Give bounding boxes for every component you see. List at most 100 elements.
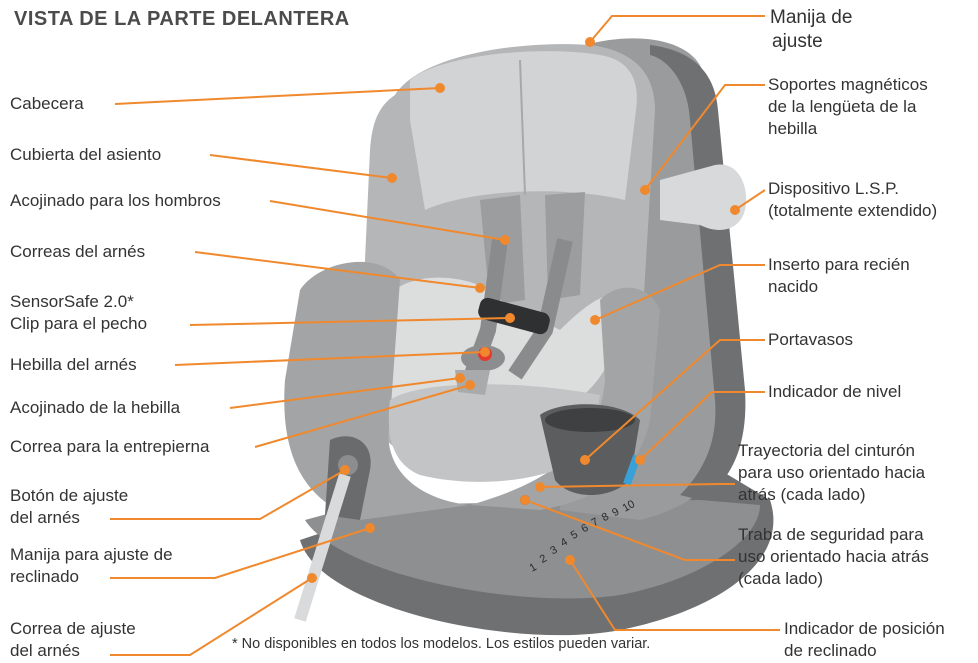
label-buckle-text: Hebilla del arnés: [10, 355, 137, 374]
label-harness-straps: Correas del arnés: [10, 241, 145, 263]
label-belt-path-line3: atrás (cada lado): [738, 485, 866, 504]
label-level-text: Indicador de nivel: [768, 382, 902, 401]
label-lock-line1: Traba de seguridad para: [738, 525, 924, 544]
recline-number: 2: [538, 552, 549, 565]
label-recline-ind-line1: Indicador de posición: [784, 619, 945, 638]
callout-dots: [307, 37, 740, 583]
leader-crotch-strap: [254, 384, 471, 448]
label-magnetic-line1: Soportes magnéticos: [768, 75, 928, 94]
label-magnetic-line2: de la lengüeta de la: [768, 97, 917, 116]
callout-dot-seat-cover: [387, 173, 397, 183]
label-lsp-line1: Dispositivo L.S.P.: [768, 179, 900, 198]
leader-cupholder: [584, 339, 765, 461]
recline-number: 6: [579, 522, 590, 535]
label-seat-cover: Cubierta del asiento: [10, 144, 161, 166]
label-adjust-handle-line1: Manija de: [770, 7, 853, 28]
recline-number: 5: [569, 529, 580, 542]
leader-harness-straps: [194, 251, 481, 289]
label-newborn-insert: Inserto para recién nacido: [768, 254, 910, 298]
label-headrest: Cabecera: [10, 93, 84, 115]
callout-dot-buckle-pad: [455, 373, 465, 383]
recline-number: 4: [559, 536, 570, 549]
cupholder-rim: [545, 408, 635, 432]
label-recline-handle-line2: reclinado: [10, 567, 79, 586]
harness-adjust-strap: [294, 473, 351, 622]
label-buckle: Hebilla del arnés: [10, 354, 137, 376]
leader-buckle: [174, 351, 486, 366]
label-buckle-pad: Acojinado de la hebilla: [10, 397, 180, 419]
leader-headrest: [114, 87, 441, 105]
label-chest-clip-line2: Clip para el pecho: [10, 314, 148, 333]
leader-insert: [594, 264, 765, 321]
callout-dot-harness-strap-adj: [307, 573, 317, 583]
label-adjust-handle: Manija de ajuste: [770, 6, 852, 54]
page-title: VISTA DE LA PARTE DELANTERA: [14, 8, 350, 30]
leader-adjust-handle: [589, 15, 765, 43]
leader-recline-ind: [569, 559, 780, 631]
label-magnetic-holders: Soportes magnéticos de la lengüeta de la…: [768, 74, 928, 140]
leader-level: [639, 391, 765, 461]
label-harness-button-line2: del arnés: [10, 508, 80, 527]
label-level-indicator: Indicador de nivel: [768, 381, 901, 403]
label-shoulder-pads: Acojinado para los hombros: [10, 190, 221, 212]
seat-cushion: [388, 384, 600, 482]
label-belt-path-line1: Trayectoria del cinturón: [738, 441, 916, 460]
callout-dot-level: [635, 455, 645, 465]
callout-dot-belt-path: [535, 482, 545, 492]
leader-shoulder-pads: [269, 200, 506, 241]
label-recline-indicator: Indicador de posición de reclinado: [784, 618, 945, 662]
leader-belt-path: [539, 483, 735, 488]
base-top-band: [305, 500, 760, 599]
recline-number: 3: [548, 544, 559, 557]
callout-dot-adjust-handle: [585, 37, 595, 47]
callout-dot-cupholder: [580, 455, 590, 465]
callout-dot-lock: [520, 495, 530, 505]
lsp-device: [660, 164, 747, 230]
callout-dot-recline-handle: [365, 523, 375, 533]
label-safety-lock: Traba de seguridad para uso orientado ha…: [738, 524, 929, 590]
recline-number: 8: [600, 511, 611, 524]
label-shoulder-pads-text: Acojinado para los hombros: [10, 191, 221, 210]
leader-chest-clip: [189, 317, 511, 326]
label-harness-button: Botón de ajuste del arnés: [10, 485, 128, 529]
callout-dot-buckle: [480, 347, 490, 357]
callout-dot-crotch-strap: [465, 380, 475, 390]
label-cupholder-text: Portavasos: [768, 330, 854, 349]
headrest-seam: [519, 59, 526, 196]
callout-dot-shoulder-pads: [500, 235, 510, 245]
label-cupholder: Portavasos: [768, 329, 853, 351]
recline-number: 1: [528, 561, 539, 574]
label-lsp-line2: (totalmente extendido): [768, 201, 938, 220]
label-buckle-pad-text: Acojinado de la hebilla: [10, 398, 181, 417]
label-recline-ind-line2: de reclinado: [784, 641, 877, 660]
leader-harness-strap-adj: [110, 577, 313, 656]
label-crotch-strap-text: Correa para la entrepierna: [10, 437, 210, 456]
shell-right-edge: [650, 45, 746, 500]
label-harness-button-line1: Botón de ajuste: [10, 486, 129, 505]
recline-number: 10: [621, 498, 638, 515]
callout-dot-lsp: [730, 205, 740, 215]
leader-buckle-pad: [229, 377, 461, 409]
label-insert-line2: nacido: [768, 277, 819, 296]
label-headrest-text: Cabecera: [10, 94, 84, 113]
recline-number: 7: [590, 516, 601, 529]
leader-recline-handle: [110, 527, 371, 579]
leader-lock: [524, 499, 735, 561]
callout-dot-harness-button: [340, 465, 350, 475]
leader-seat-cover: [209, 154, 393, 179]
label-harness-straps-text: Correas del arnés: [10, 242, 146, 261]
label-recline-handle: Manija para ajuste de reclinado: [10, 544, 173, 588]
label-chest-clip-line1: SensorSafe 2.0*: [10, 292, 134, 311]
callout-dot-headrest: [435, 83, 445, 93]
label-harness-strap-adj: Correa de ajuste del arnés: [10, 618, 136, 662]
label-harness-strap-adj-line2: del arnés: [10, 641, 80, 660]
label-adjust-handle-line2: ajuste: [772, 31, 823, 52]
footnote: * No disponibles en todos los modelos. L…: [232, 636, 651, 652]
label-lock-line2: uso orientado hacia atrás: [738, 547, 929, 566]
leader-harness-button: [110, 469, 346, 520]
callout-dot-harness-straps: [475, 283, 485, 293]
label-seat-cover-text: Cubierta del asiento: [10, 145, 162, 164]
